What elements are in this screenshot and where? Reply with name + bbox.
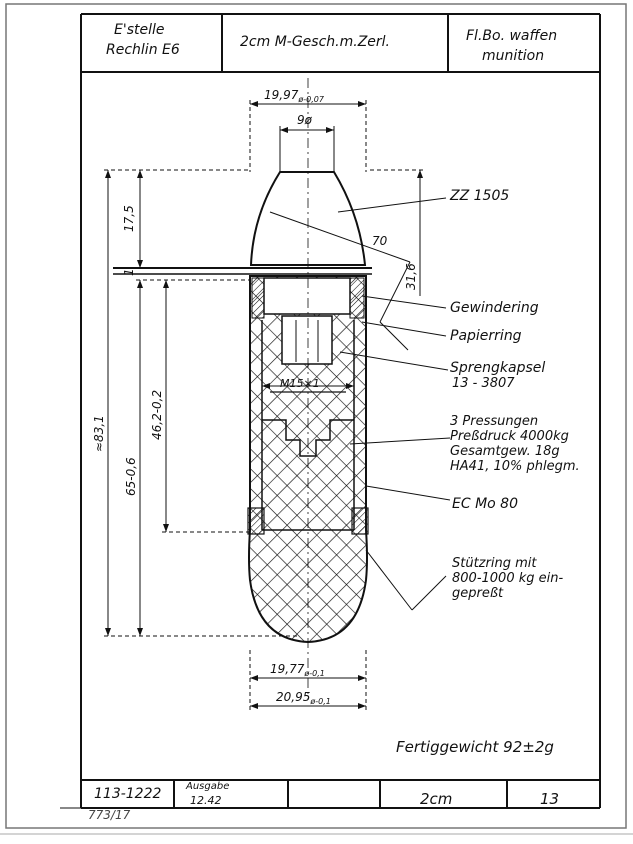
callout-thread-ring: Gewindering [450,300,539,316]
detonator-capsule [281,315,333,365]
footer-table [60,779,600,809]
callout-leaders [337,197,451,611]
dim-outer-top: 19,97ø-0,07 [264,88,324,104]
callout-fuze: ZZ 1505 [450,188,510,204]
dim-outer-top-value: 19,97 [264,88,299,102]
dim-body-inner: 46,2-0,2 [150,389,164,440]
sheet-number: 13 [540,790,560,808]
callout-paper-ring: Papierring [450,328,522,344]
callout-steel: EC Mo 80 [452,496,518,512]
dim-bottom-inner-value: 19,77 [270,662,305,676]
projectile [113,78,372,700]
office-line2: Rechlin E6 [106,42,180,58]
arrowheads [105,101,423,709]
dim-radius: 70 [372,234,388,248]
thread-ring [263,277,351,315]
stamp-number: 773/17 [88,808,131,822]
callout-support-3: gepreßt [452,586,504,601]
dim-fuze-right: 31,6 [404,263,418,290]
dim-bottom-inner-tol: ø-0,1 [304,669,325,678]
page-frame [5,3,627,829]
dimension-lines [104,100,424,712]
dim-fuze-length: 17,5 [122,205,136,232]
dim-total-length: ≈83,1 [92,415,106,452]
drawing-title: 2cm M-Gesch.m.Zerl. [240,34,390,50]
finished-weight: Fertiggewicht 92±2g [396,738,554,756]
dim-bottom-outer-value: 20,95 [276,690,311,704]
callout-detonator-2: 13 - 3807 [452,376,515,391]
issue-label: Ausgabe [186,781,230,792]
category-line1: Fl.Bo. waffen [466,28,558,44]
category-line2: munition [482,48,545,64]
dim-bottom-outer: 20,95ø-0,1 [276,690,331,706]
callout-support-2: 800-1000 kg ein- [452,571,564,586]
callout-detonator-1: Sprengkapsel [450,360,546,376]
caliber: 2cm [420,790,453,808]
issue-date: 12.42 [190,794,222,807]
callout-charge-1: 3 Pressungen [450,414,539,429]
dim-bottom-inner: 19,77ø-0,1 [270,662,325,678]
dim-body-len: 65-0,6 [124,457,138,496]
dim-gap: 1 [122,268,136,276]
callout-support-1: Stützring mit [452,556,537,571]
support-ring [247,507,265,535]
dim-thread: M15×1 [280,377,320,390]
callout-charge-3: Gesamtgew. 18g [450,444,560,459]
drawing-number: 113-1222 [94,786,162,802]
callout-charge-2: Preßdruck 4000kg [450,429,569,444]
dim-bore: 9ø [297,113,312,127]
callout-charge-4: HA41, 10% phlegm. [450,459,580,474]
office-line1: E'stelle [114,22,165,38]
dim-outer-top-tol: ø-0,07 [298,95,324,104]
dim-bottom-outer-tol: ø-0,1 [310,697,331,706]
